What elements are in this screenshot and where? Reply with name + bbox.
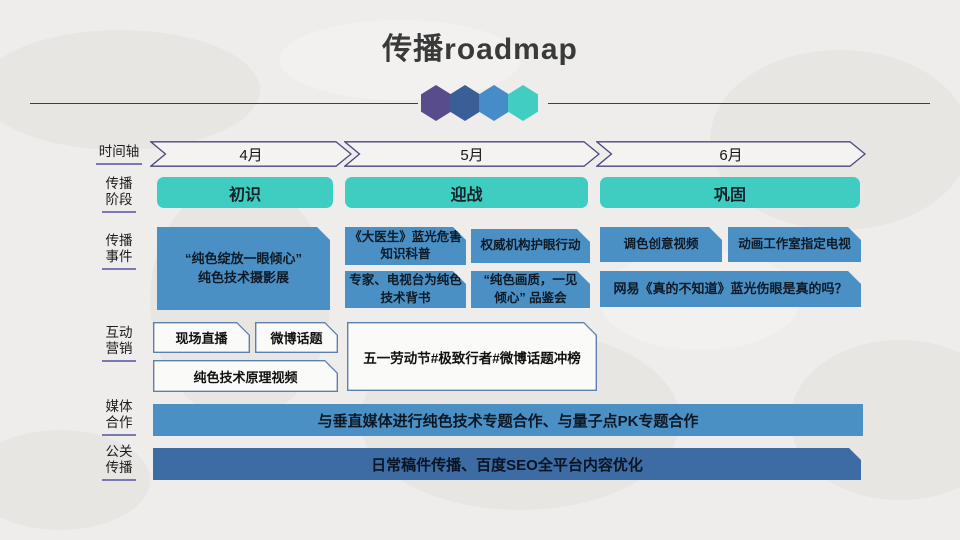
row-label-text: 媒体 合作	[105, 399, 133, 431]
event-box-expert-endorsement: 专家、电视台为纯色 技术背书	[345, 271, 466, 308]
event-box-eye-protection: 权威机构护眼行动	[471, 229, 590, 263]
label-underline	[102, 479, 136, 481]
event-box-creative-video: 调色创意视频	[600, 227, 722, 262]
event-box-animation-studio: 动画工作室指定电视	[728, 227, 861, 262]
row-label-media: 媒体 合作	[90, 399, 148, 436]
event-box-netease-program: 网易《真的不知道》蓝光伤眼是真的吗？	[600, 271, 861, 307]
row-label-pr: 公关 传播	[90, 444, 148, 481]
chevron-shape	[150, 141, 352, 167]
row-label-events: 传播 事件	[90, 233, 148, 270]
interactive-box-live-stream: 现场直播	[153, 322, 250, 353]
label-underline	[102, 211, 136, 213]
divider-line-left	[30, 103, 418, 104]
stage-bar-april: 初识	[157, 177, 333, 208]
media-cooperation-bar: 与垂直媒体进行纯色技术专题合作、与量子点PK专题合作	[153, 404, 863, 436]
row-label-stage: 传播 阶段	[90, 176, 148, 213]
label-underline	[96, 163, 142, 165]
interactive-box-weibo-topic: 微博话题	[255, 322, 338, 353]
row-label-text: 互动 营销	[105, 325, 133, 357]
timeline-arrow-april: 4月	[150, 141, 352, 167]
row-label-text: 公关 传播	[105, 444, 133, 476]
interactive-box-label: 现场直播	[154, 323, 248, 351]
hexagon-icon	[450, 85, 480, 121]
label-underline	[102, 360, 136, 362]
pr-communication-bar: 日常稿件传播、百度SEO全平台内容优化	[153, 448, 861, 480]
divider-line-right	[548, 103, 930, 104]
event-box-tasting-event: “纯色画质，一见 倾心” 品鉴会	[471, 271, 590, 308]
hexagon-decoration	[421, 85, 538, 121]
interactive-box-label: 纯色技术原理视频	[154, 361, 336, 390]
page-title: 传播roadmap	[382, 33, 578, 66]
row-label-timeline: 时间轴	[90, 144, 148, 165]
interactive-box-label: 五一劳动节#极致行者#微博话题冲榜	[348, 323, 595, 389]
hexagon-icon	[508, 85, 538, 121]
chevron-shape	[344, 141, 600, 167]
interactive-box-tech-video: 纯色技术原理视频	[153, 360, 338, 392]
chevron-shape	[596, 141, 866, 167]
event-box-photo-exhibition: “纯色绽放一眼倾心” 纯色技术摄影展	[157, 227, 330, 310]
timeline-arrow-june: 6月	[596, 141, 866, 167]
stage-bar-june: 巩固	[600, 177, 860, 208]
timeline-arrow-may: 5月	[344, 141, 600, 167]
hexagon-icon	[421, 85, 451, 121]
row-label-text: 传播 事件	[105, 233, 133, 265]
label-underline	[102, 434, 136, 436]
interactive-box-label: 微博话题	[256, 323, 336, 351]
interactive-box-labor-day-campaign: 五一劳动节#极致行者#微博话题冲榜	[347, 322, 597, 391]
month-label: 4月	[239, 146, 263, 164]
hexagon-icon	[479, 85, 509, 121]
month-label: 6月	[719, 146, 743, 164]
label-underline	[102, 268, 136, 270]
row-label-text: 传播 阶段	[105, 176, 133, 208]
event-box-doctor-science: 《大医生》蓝光危害 知识科普	[345, 227, 466, 265]
month-label: 5月	[460, 146, 484, 164]
stage-bar-may: 迎战	[345, 177, 588, 208]
row-label-text: 时间轴	[98, 144, 140, 159]
row-label-interactive: 互动 营销	[90, 325, 148, 362]
